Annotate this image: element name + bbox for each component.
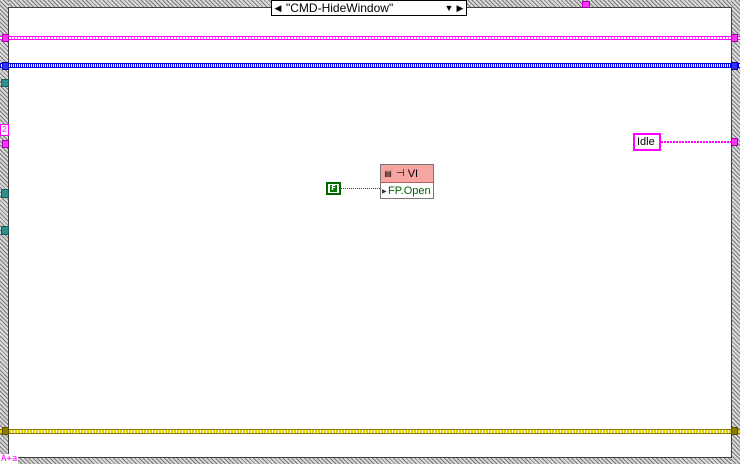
error-wire[interactable]	[0, 429, 740, 434]
property-row[interactable]: ▶ FP.Open	[381, 183, 433, 199]
string-wire[interactable]	[0, 36, 740, 40]
property-node-header[interactable]: ▤ ⊣ VI	[381, 165, 433, 183]
string-tunnel-left[interactable]	[2, 34, 9, 42]
corner-label: A+a	[0, 454, 19, 464]
left-edge-label: 2	[0, 124, 9, 136]
string-tunnel-right[interactable]	[731, 34, 738, 42]
case-selector[interactable]: ◀ "CMD-HideWindow" ▼ ▶	[271, 0, 467, 16]
write-arrow-icon: ▶	[382, 188, 387, 195]
boolean-wire[interactable]	[341, 188, 381, 189]
case-selector-label: "CMD-HideWindow"	[286, 1, 394, 15]
triangle-left-icon[interactable]: ◀	[274, 2, 282, 13]
property-name: FP.Open	[388, 185, 431, 197]
idle-string-constant[interactable]: Idle	[633, 133, 661, 151]
cluster-tunnel-left[interactable]	[2, 62, 9, 70]
string-tunnel-left-2[interactable]	[2, 140, 9, 148]
triangle-down-icon[interactable]: ▼	[444, 3, 454, 13]
key-icon: ⊣	[396, 168, 405, 179]
cluster-tunnel-right[interactable]	[731, 62, 738, 70]
boolean-false-label: F	[330, 184, 337, 192]
error-tunnel-left[interactable]	[2, 427, 9, 435]
refnum-tunnel-2[interactable]	[1, 189, 9, 198]
case-structure-border-bottom[interactable]	[0, 457, 740, 464]
cluster-wire[interactable]	[0, 63, 740, 68]
case-structure-border-right[interactable]	[731, 0, 740, 464]
string-tunnel-top[interactable]	[582, 1, 590, 8]
reference-icon: ▤	[384, 168, 392, 178]
false-boolean-constant[interactable]: F	[326, 182, 341, 195]
triangle-right-icon[interactable]: ▶	[456, 2, 464, 13]
case-structure-interior[interactable]	[8, 7, 732, 458]
property-node-class: VI	[407, 167, 419, 180]
idle-string-wire[interactable]	[661, 141, 733, 143]
refnum-tunnel-3[interactable]	[1, 226, 9, 235]
error-tunnel-right[interactable]	[731, 427, 738, 435]
idle-output-tunnel[interactable]	[731, 138, 738, 146]
vi-property-node[interactable]: ▤ ⊣ VI ▶ FP.Open	[380, 164, 434, 199]
refnum-tunnel-1[interactable]	[1, 79, 9, 87]
